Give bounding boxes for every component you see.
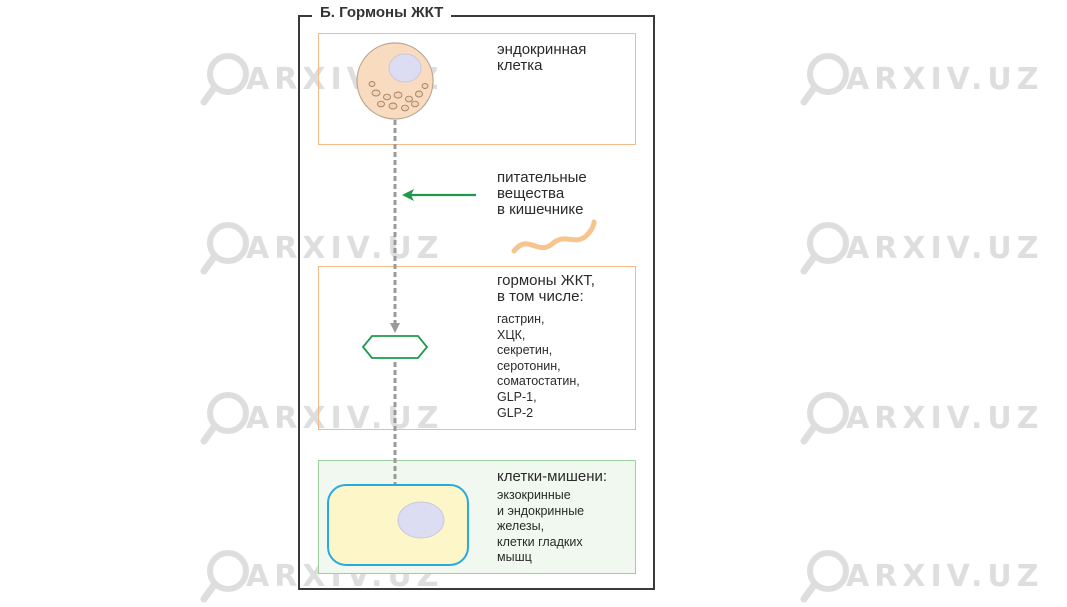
magnifier-icon: [800, 550, 849, 603]
hormones-list: гастрин, ХЦК, секретин, серотонин, сомат…: [497, 312, 580, 420]
endocrine-cell-label: эндокринная клетка: [497, 41, 587, 74]
endocrine-cell-panel: [318, 33, 636, 145]
watermark-text: ARXIV.UZ: [846, 400, 1044, 436]
target-cell-nucleus: [397, 501, 445, 539]
watermark-text: ARXIV.UZ: [846, 230, 1044, 266]
watermark: ARXIV.UZ: [200, 217, 443, 279]
target-cell: [327, 484, 469, 566]
target-cells-heading: клетки-мишени:: [497, 468, 608, 485]
watermark-text: ARXIV.UZ: [846, 558, 1044, 594]
watermark: ARXIV.UZ: [800, 387, 1043, 449]
endocrine-cell-nucleus: [388, 53, 422, 83]
watermark: ARXIV.UZ: [800, 545, 1043, 607]
intestine-squiggle-icon: [511, 219, 597, 254]
secretory-granules: [368, 81, 429, 112]
hormones-panel: [318, 266, 636, 430]
target-cells-list: экзокринные и эндокринные железы, клетки…: [497, 488, 585, 565]
watermark: ARXIV.UZ: [800, 217, 1043, 279]
watermark-text: ARXIV.UZ: [246, 230, 444, 266]
hormones-heading: гормоны ЖКТ, в том числе:: [497, 272, 595, 305]
magnifier-icon: [200, 550, 249, 603]
magnifier-icon: [200, 392, 249, 445]
magnifier-icon: [800, 53, 849, 106]
watermark-text: ARXIV.UZ: [846, 61, 1044, 97]
nutrient-arrow: [402, 189, 476, 201]
diagram-frame: [298, 15, 655, 590]
endocrine-cell: [356, 42, 434, 120]
magnifier-icon: [800, 222, 849, 275]
nutrients-label: питательные вещества в кишечнике: [497, 169, 587, 218]
magnifier-icon: [200, 222, 249, 275]
diagram-title: Б. Гормоны ЖКТ: [312, 4, 452, 21]
magnifier-icon: [200, 53, 249, 106]
magnifier-icon: [800, 392, 849, 445]
hormone-hexagon: [361, 335, 429, 359]
watermark: ARXIV.UZ: [800, 48, 1043, 110]
